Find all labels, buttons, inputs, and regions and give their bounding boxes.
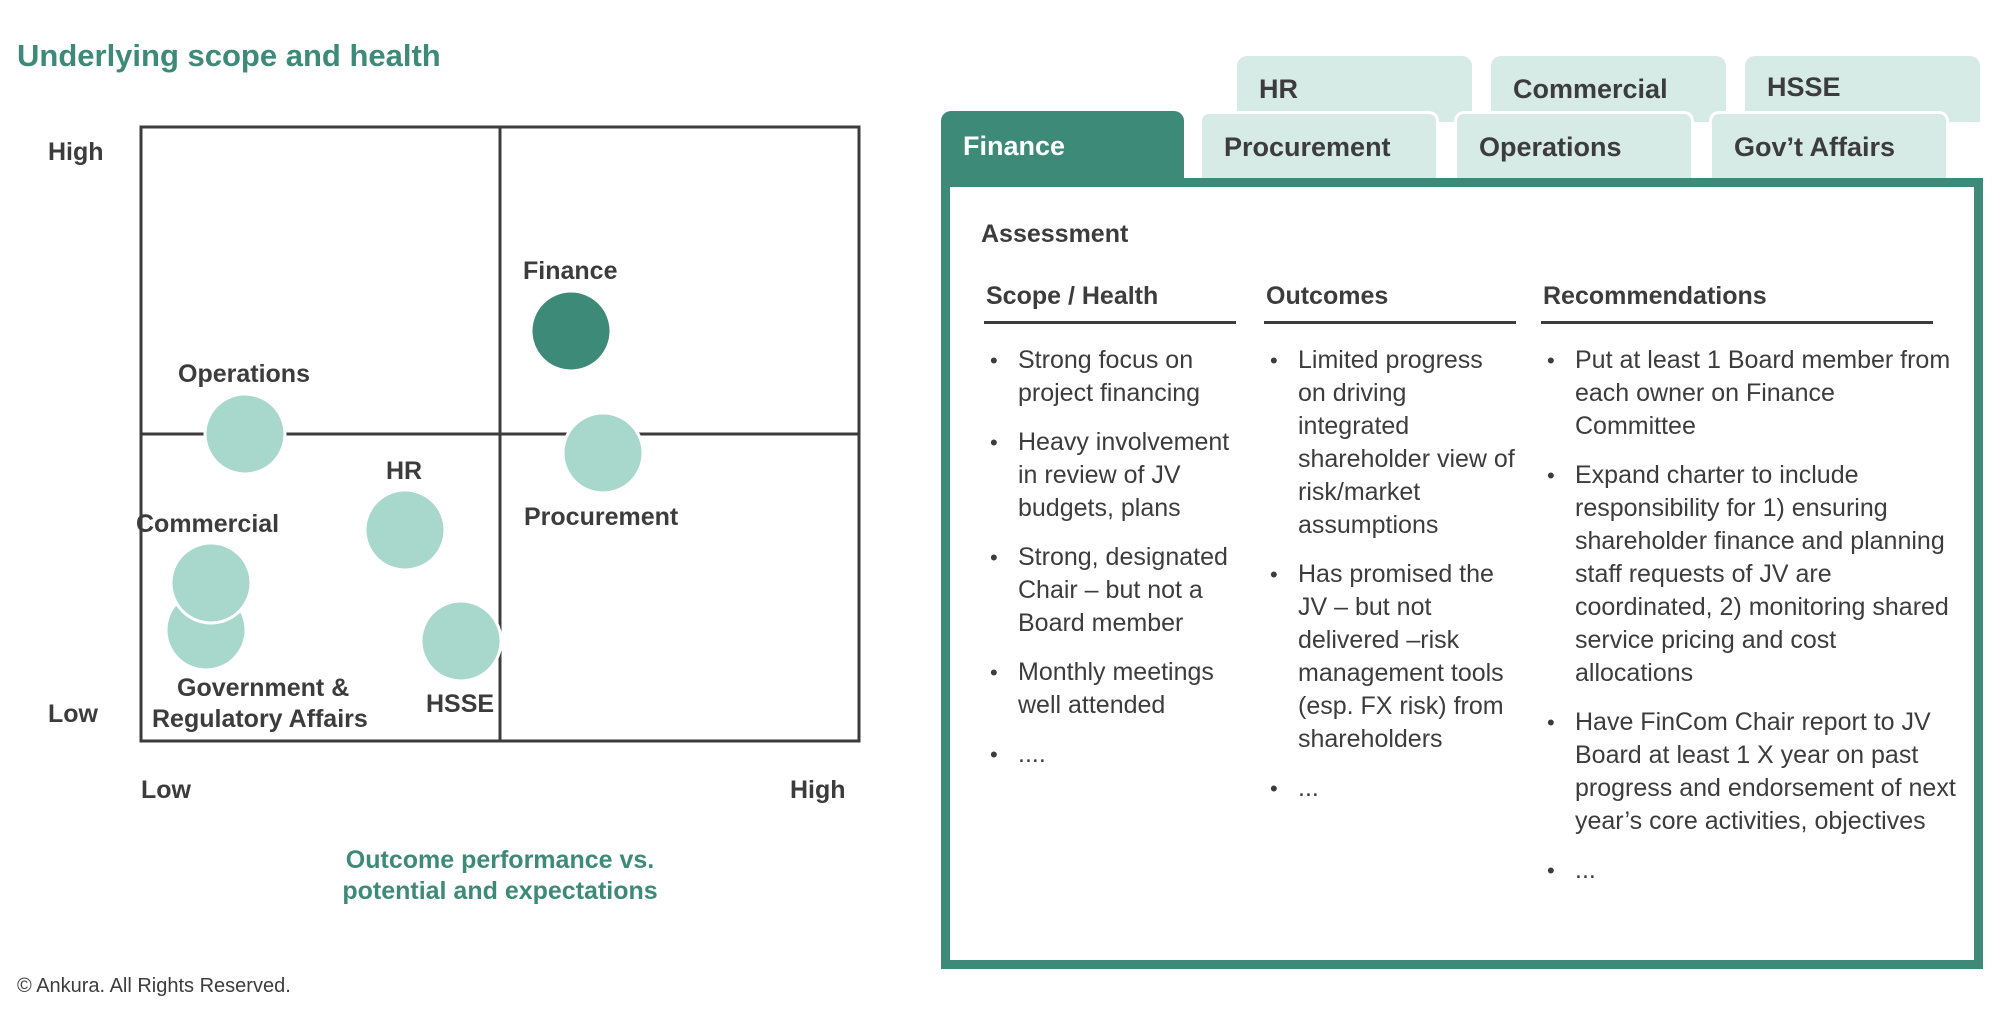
list-item: Strong, designated Chair – but not a Boa… [984, 541, 1236, 640]
tab-procurement-label: Procurement [1224, 132, 1391, 162]
tab-finance-label: Finance [963, 130, 1066, 161]
list-item: Have FinCom Chair report to JV Board at … [1541, 706, 1956, 838]
list-item: Limited progress on driving integrated s… [1264, 344, 1516, 542]
bubble-label-commercial: Commercial [136, 510, 280, 538]
tab-operations[interactable]: Operations [1454, 111, 1694, 181]
x-axis-high-label: High [790, 776, 846, 804]
bubble-label-hr: HR [386, 457, 423, 485]
bubble-label-government-line2: Regulatory Affairs [152, 705, 368, 733]
bubble-operations [203, 392, 287, 476]
list-item: .... [984, 738, 1236, 771]
list-item: Has promised the JV – but not delivered … [1264, 558, 1516, 756]
tab-commercial-label: Commercial [1513, 74, 1668, 104]
tab-hsse-label: HSSE [1767, 72, 1841, 102]
column-header-recommendations: Recommendations [1541, 282, 1933, 324]
list-item: ... [1264, 772, 1516, 805]
bubble-label-hsse: HSSE [426, 690, 495, 718]
bubble-commercial [169, 541, 253, 625]
bubble-procurement [561, 411, 645, 495]
column-scope-health: Scope / Health Strong focus on project f… [984, 282, 1236, 787]
list-item: Heavy involvement in review of JV budget… [984, 426, 1236, 525]
bubble-hsse [419, 599, 503, 683]
x-axis-title: Outcome performance vs. potential and ex… [300, 845, 700, 907]
bubble-finance [529, 289, 613, 373]
bubble-label-procurement: Procurement [524, 503, 679, 531]
bubble-hr [363, 488, 447, 572]
tab-procurement[interactable]: Procurement [1199, 111, 1439, 181]
tab-finance[interactable]: Finance [941, 111, 1184, 181]
tab-govt-affairs[interactable]: Gov’t Affairs [1709, 111, 1949, 181]
scope-health-list: Strong focus on project financing Heavy … [984, 344, 1236, 771]
column-recommendations: Recommendations Put at least 1 Board mem… [1541, 282, 1956, 903]
tab-govt-affairs-label: Gov’t Affairs [1734, 132, 1896, 162]
x-axis-title-line1: Outcome performance vs. [345, 846, 655, 874]
x-axis-low-label: Low [141, 776, 191, 804]
scope-health-matrix [139, 125, 861, 743]
column-header-outcomes: Outcomes [1264, 282, 1516, 324]
tab-operations-label: Operations [1479, 132, 1622, 162]
x-axis-title-line2: potential and expectations [342, 877, 658, 905]
bubble-label-government-line1: Government & [177, 674, 350, 702]
recommendations-list: Put at least 1 Board member from each ow… [1541, 344, 1956, 887]
y-axis-low-label: Low [48, 700, 98, 728]
list-item: Strong focus on project financing [984, 344, 1236, 410]
page-title: Underlying scope and health [17, 38, 441, 73]
bubble-label-operations: Operations [178, 360, 310, 388]
column-outcomes: Outcomes Limited progress on driving int… [1264, 282, 1516, 821]
y-axis-high-label: High [48, 138, 104, 166]
copyright-footer: © Ankura. All Rights Reserved. [17, 975, 291, 997]
tab-hr-label: HR [1259, 74, 1298, 104]
list-item: ... [1541, 854, 1956, 887]
bubble-label-finance: Finance [523, 257, 618, 285]
outcomes-list: Limited progress on driving integrated s… [1264, 344, 1516, 805]
list-item: Monthly meetings well attended [984, 656, 1236, 722]
column-header-scope-health: Scope / Health [984, 282, 1236, 324]
list-item: Put at least 1 Board member from each ow… [1541, 344, 1956, 443]
list-item: Expand charter to include responsibility… [1541, 459, 1956, 690]
assessment-title: Assessment [981, 220, 1129, 248]
